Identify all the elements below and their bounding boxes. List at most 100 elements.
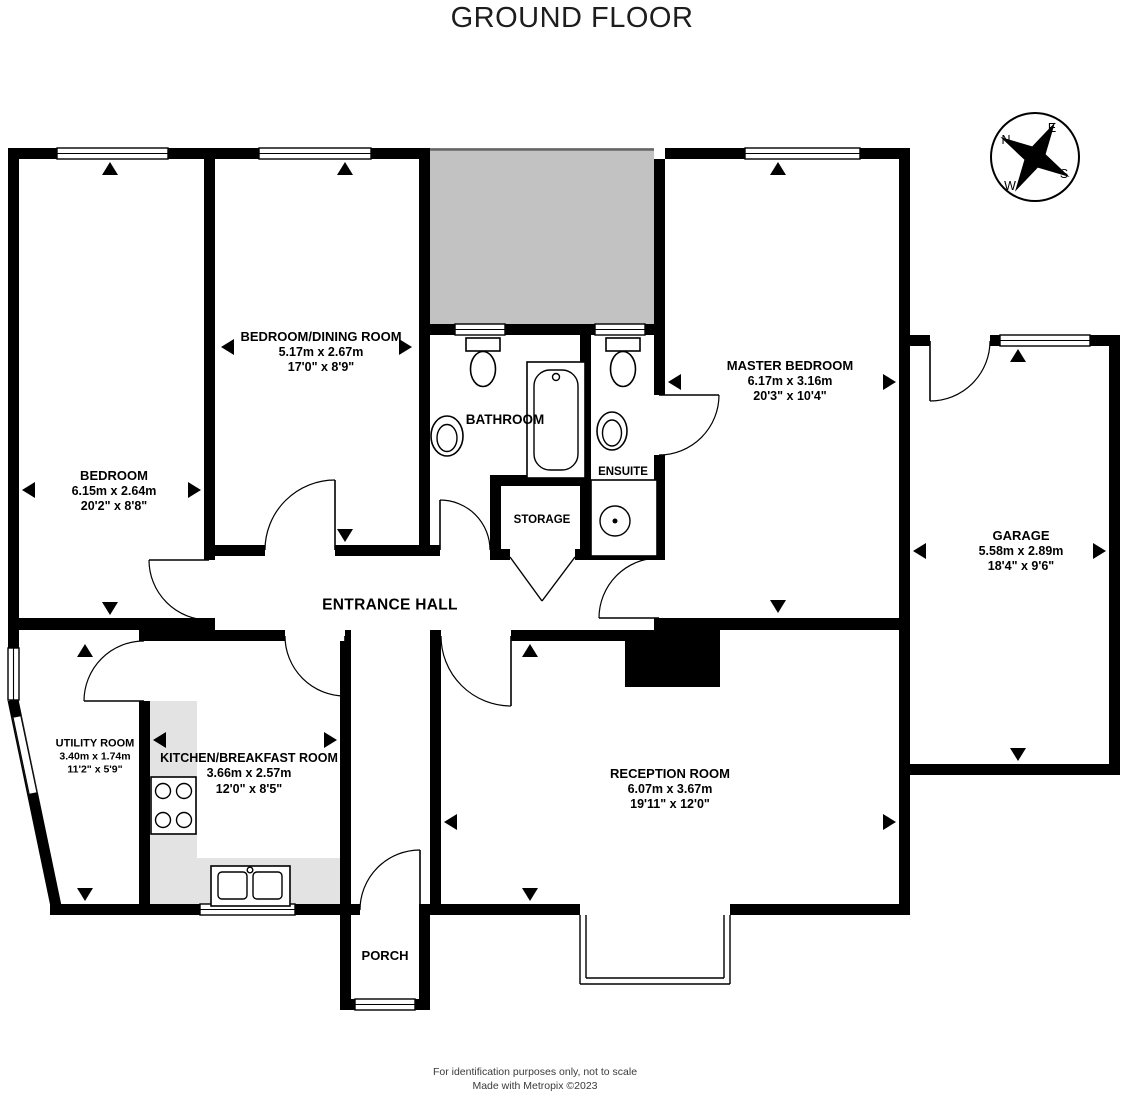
dimension-arrow — [337, 529, 353, 542]
room-name: BATHROOM — [465, 411, 545, 427]
dimension-arrow — [399, 339, 412, 355]
room-name: KITCHEN/BREAKFAST ROOM — [160, 751, 338, 766]
room-label-bathroom: BATHROOM — [466, 412, 545, 428]
dimension-arrow — [102, 162, 118, 175]
bay-window — [579, 915, 731, 985]
door-reception — [440, 635, 512, 707]
dimension-arrow — [913, 543, 926, 559]
room-name: PORCH — [361, 948, 409, 964]
room-dims-metric: 6.07m x 3.67m — [627, 781, 713, 796]
room-dims-imperial: 11'2" x 5'9" — [67, 763, 123, 776]
dimension-arrows — [22, 162, 1106, 901]
room-label-master-bedroom: MASTER BEDROOM 6.17m x 3.16m 20'3" x 10'… — [727, 358, 853, 404]
dimension-arrow — [337, 162, 353, 175]
bifold-door-storage — [509, 556, 576, 602]
dimension-arrow — [221, 339, 234, 355]
window — [594, 323, 646, 336]
door-kitchen — [284, 635, 346, 697]
room-label-garage: GARAGE 5.58m x 2.89m 18'4" x 9'6" — [979, 528, 1064, 574]
compass-rose-icon: N E S W — [990, 112, 1080, 202]
room-name: BEDROOM — [80, 467, 148, 483]
window — [354, 998, 416, 1011]
shower — [590, 479, 658, 557]
room-label-porch: PORCH — [362, 948, 409, 964]
dimension-arrow — [188, 482, 201, 498]
room-dims-imperial: 12'0" x 8'5" — [215, 781, 283, 796]
dimension-arrow — [668, 374, 681, 390]
room-label-ensuite: ENSUITE — [598, 465, 648, 479]
dimension-arrow — [102, 602, 118, 615]
door-utility — [83, 640, 145, 702]
room-label-utility: UTILITY ROOM 3.40m x 1.74m 11'2" x 5'9" — [56, 738, 135, 777]
room-dims-metric: 5.17m x 2.67m — [278, 344, 364, 359]
stove — [150, 776, 197, 835]
compass-letter-s: S — [1060, 167, 1068, 181]
footer-note: For identification purposes only, not to… — [0, 1066, 1070, 1093]
compass-letter-e: E — [1048, 121, 1056, 135]
window — [999, 334, 1091, 347]
window — [7, 647, 20, 701]
walls — [7, 148, 1120, 1010]
room-name: BEDROOM/DINING ROOM — [240, 328, 402, 344]
door-left-bedroom — [148, 559, 210, 621]
door-ensuite — [658, 394, 720, 456]
door-bedroom-dining — [264, 479, 336, 551]
door-bathroom — [439, 499, 491, 551]
footer-line-1: For identification purposes only, not to… — [432, 1066, 638, 1078]
window — [56, 147, 169, 160]
toilet — [605, 337, 641, 388]
room-label-bedroom-dining: BEDROOM/DINING ROOM 5.17m x 2.67m 17'0" … — [240, 329, 401, 375]
room-label-storage: STORAGE — [514, 513, 571, 527]
room-label-bedroom: BEDROOM 6.15m x 2.64m 20'2" x 8'8" — [72, 468, 157, 514]
chimney-breast — [625, 630, 720, 687]
room-dims-metric: 3.66m x 2.57m — [206, 766, 292, 781]
dimension-arrow — [444, 814, 457, 830]
dimension-arrow — [1010, 748, 1026, 761]
room-name: UTILITY ROOM — [55, 737, 135, 750]
room-name: ENTRANCE HALL — [322, 596, 458, 614]
dimension-arrow — [22, 482, 35, 498]
dimension-arrow — [770, 162, 786, 175]
dimension-arrow — [77, 644, 93, 657]
compass-letter-n: N — [1001, 133, 1010, 147]
window — [12, 716, 38, 794]
room-name: MASTER BEDROOM — [726, 357, 854, 373]
room-label-kitchen: KITCHEN/BREAKFAST ROOM 3.66m x 2.57m 12'… — [160, 751, 338, 797]
dimension-arrow — [883, 374, 896, 390]
room-dims-imperial: 19'11" x 12'0" — [630, 796, 710, 811]
dimension-arrow — [770, 600, 786, 613]
room-name: STORAGE — [513, 513, 571, 526]
footer-line-2: Made with Metropix ©2023 — [472, 1079, 598, 1092]
room-dims-metric: 6.15m x 2.64m — [71, 483, 157, 498]
dimension-arrow — [153, 732, 166, 748]
room-label-entrance-hall: ENTRANCE HALL — [322, 597, 458, 616]
window — [258, 147, 372, 160]
front-door — [359, 849, 421, 911]
gray-area — [430, 148, 654, 324]
room-dims-imperial: 17'0" x 8'9" — [287, 359, 355, 374]
dimension-arrow — [77, 888, 93, 901]
page-title: GROUND FLOOR — [450, 2, 694, 34]
kitchen-sink — [210, 865, 291, 907]
room-name: RECEPTION ROOM — [610, 765, 730, 781]
dimension-arrow — [1010, 349, 1026, 362]
door-master-bedroom — [598, 557, 660, 619]
room-dims-imperial: 20'2" x 8'8" — [80, 498, 148, 513]
door-garage — [929, 340, 991, 402]
room-name: GARAGE — [992, 527, 1050, 543]
wash-basin — [596, 411, 628, 451]
room-dims-metric: 5.58m x 2.89m — [978, 543, 1064, 558]
room-name: ENSUITE — [598, 465, 648, 478]
room-dims-imperial: 20'3" x 10'4" — [753, 388, 827, 403]
room-dims-metric: 6.17m x 3.16m — [747, 373, 833, 388]
window — [744, 147, 861, 160]
room-dims-imperial: 18'4" x 9'6" — [987, 558, 1055, 573]
room-dims-metric: 3.40m x 1.74m — [59, 750, 131, 763]
dimension-arrow — [522, 644, 538, 657]
wash-basin — [430, 415, 464, 457]
room-label-reception: RECEPTION ROOM 6.07m x 3.67m 19'11" x 12… — [610, 766, 730, 812]
window — [454, 323, 506, 336]
